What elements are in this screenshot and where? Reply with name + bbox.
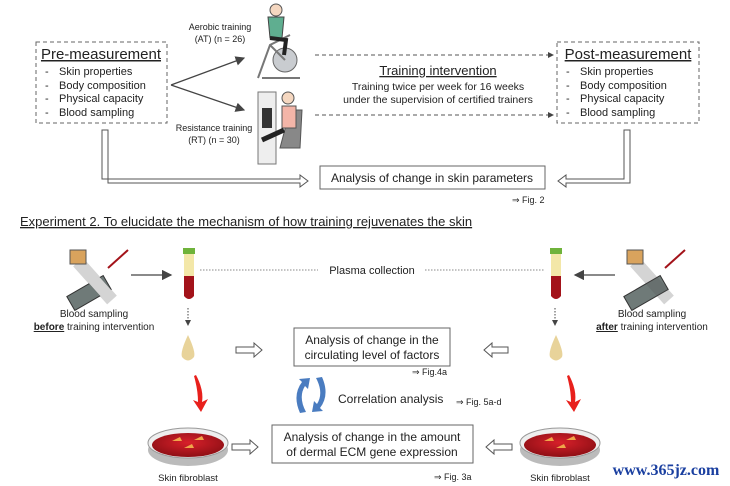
blood-tube-left [183, 248, 195, 299]
svg-text:-: - [45, 93, 49, 105]
post-item: Physical capacity [580, 93, 665, 105]
fig5-ref: ⇒ Fig. 5a-d [456, 397, 502, 407]
leg-press-illustration [257, 91, 303, 165]
exercise-bike-illustration [257, 3, 300, 79]
watermark: www.365jz.com [613, 462, 720, 479]
red-arrow-right [566, 375, 581, 412]
blood-tube-right [550, 248, 562, 299]
arm-blood-draw-right-illustration [623, 249, 686, 312]
before-label-line1: Blood sampling [60, 309, 128, 320]
plasma-collection-label: Plasma collection [329, 265, 415, 277]
post-measurement-box: Post-measurement -Skin properties -Body … [556, 41, 700, 124]
fig2-ref: ⇒ Fig. 2 [512, 195, 545, 205]
ecm-line2: of dermal ECM gene expression [286, 445, 457, 459]
svg-text:-: - [45, 80, 49, 92]
pre-item: Skin properties [59, 66, 133, 78]
experiment2-title: Experiment 2. To elucidate the mechanism… [20, 214, 472, 229]
plasma-drop-right [549, 335, 563, 361]
intervention-line2: under the supervision of certified train… [343, 94, 533, 106]
skin-analysis-label: Analysis of change in skin parameters [331, 171, 533, 185]
petri-dish-left [147, 427, 229, 466]
intervention-title: Training intervention [379, 63, 496, 78]
before-label-line2: before training intervention [34, 322, 155, 333]
fibroblast-right-label: Skin fibroblast [530, 473, 590, 484]
hollow-arrow-post-to-analysis [557, 129, 631, 188]
post-item: Skin properties [580, 66, 654, 78]
hollow-arrow-right [235, 341, 263, 359]
post-item: Body composition [580, 80, 667, 92]
factors-line1: Analysis of change in the [305, 333, 439, 347]
svg-text:-: - [566, 66, 570, 78]
factors-line2: circulating level of factors [305, 348, 440, 362]
svg-text:-: - [566, 80, 570, 92]
aerobic-label: Aerobic training [189, 22, 252, 32]
arrow-to-resistance [170, 84, 246, 112]
ecm-line1: Analysis of change in the amount [284, 430, 461, 444]
skin-analysis-box [319, 165, 546, 190]
fig3a-ref: ⇒ Fig. 3a [434, 472, 472, 482]
petri-dish-right [519, 427, 601, 466]
fig4a-ref: ⇒ Fig.4a [412, 367, 447, 377]
post-title: Post-measurement [565, 46, 693, 63]
hollow-arrow-left [483, 341, 509, 359]
arm-blood-draw-left-illustration [66, 249, 129, 312]
svg-text:-: - [566, 107, 570, 119]
hollow-arrow-left-ecm [485, 438, 513, 456]
pre-title: Pre-measurement [41, 46, 162, 63]
fibroblast-left-label: Skin fibroblast [158, 473, 218, 484]
correlation-label: Correlation analysis [338, 392, 443, 406]
cycle-arrows-icon [296, 377, 326, 413]
intervention-line1: Training twice per week for 16 weeks [352, 81, 524, 93]
pre-measurement-box: Pre-measurement -Skin properties -Body c… [35, 41, 168, 124]
hollow-arrow-pre-to-analysis [101, 129, 309, 188]
after-label-line2: after training intervention [596, 322, 708, 333]
svg-text:-: - [45, 107, 49, 119]
pre-item: Body composition [59, 80, 146, 92]
factors-analysis-box [293, 327, 451, 367]
arrow-to-aerobic [170, 56, 246, 86]
svg-text:-: - [566, 93, 570, 105]
post-item: Blood sampling [580, 107, 655, 119]
resistance-label: Resistance training [176, 123, 253, 133]
pre-item: Physical capacity [59, 93, 144, 105]
resistance-n: (RT) (n = 30) [188, 135, 240, 145]
aerobic-n: (AT) (n = 26) [195, 34, 246, 44]
after-label-line1: Blood sampling [618, 309, 686, 320]
plasma-drop-left [181, 335, 195, 361]
hollow-arrow-right-ecm [231, 438, 259, 456]
ecm-analysis-box [271, 424, 474, 464]
svg-text:-: - [45, 66, 49, 78]
pre-item: Blood sampling [59, 107, 134, 119]
red-arrow-left [193, 375, 208, 412]
